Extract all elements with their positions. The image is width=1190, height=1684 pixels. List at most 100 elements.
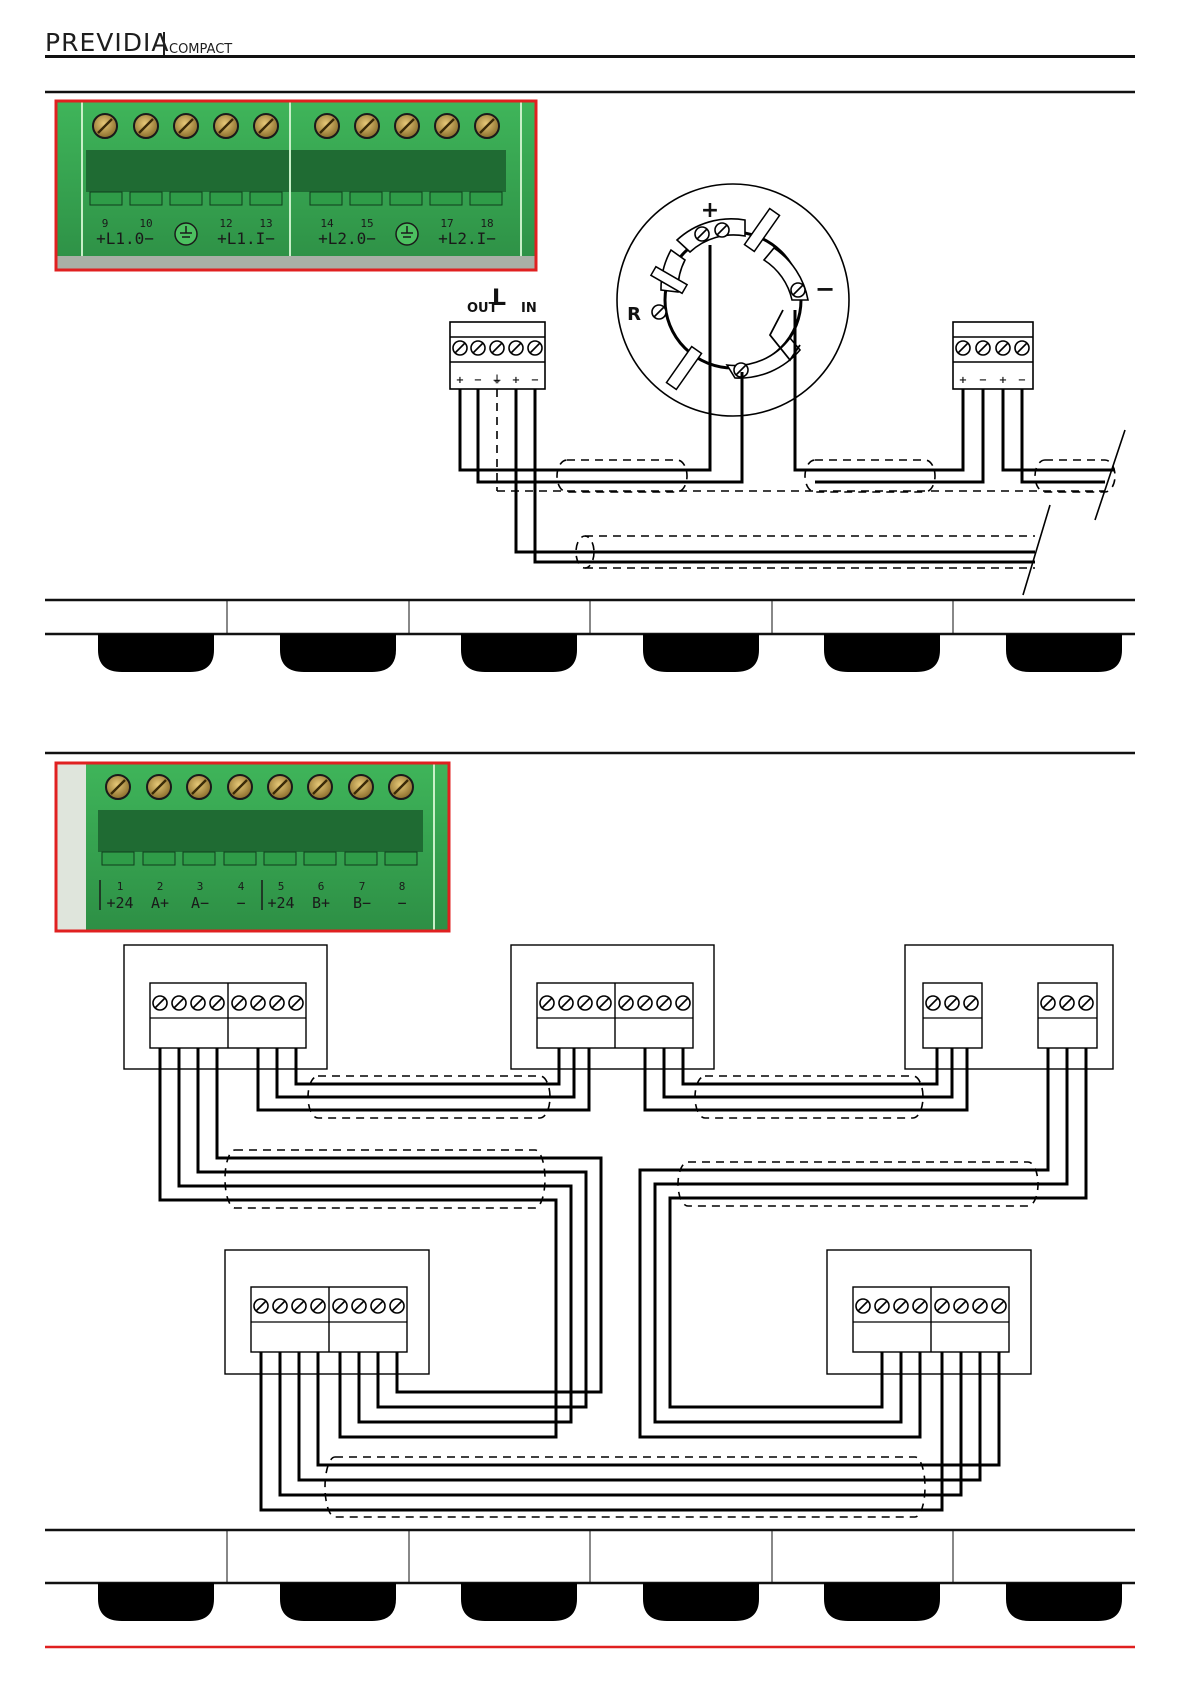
screw-icon bbox=[657, 996, 671, 1010]
rs485-pin-label: 5 bbox=[278, 880, 285, 893]
screw-icon bbox=[956, 341, 970, 355]
polarity-mark: + bbox=[959, 375, 967, 386]
screw-icon bbox=[174, 114, 198, 138]
screw-icon bbox=[1041, 996, 1055, 1010]
polarity-mark: − bbox=[1018, 375, 1026, 386]
rs485-terminal-label: +24 bbox=[267, 894, 294, 912]
rs485-terminal-label: A+ bbox=[151, 894, 169, 912]
table-strip-top bbox=[45, 600, 1135, 672]
screw-icon bbox=[270, 996, 284, 1010]
screw-icon bbox=[315, 114, 339, 138]
screw-icon bbox=[251, 996, 265, 1010]
screw-icon bbox=[389, 775, 413, 799]
minus-label: − bbox=[815, 275, 835, 303]
screw-icon bbox=[490, 341, 504, 355]
screw-icon bbox=[1015, 341, 1029, 355]
screw-icon bbox=[973, 1299, 987, 1313]
screw-icon bbox=[791, 283, 805, 297]
rs485-pin-label: 3 bbox=[197, 880, 204, 893]
screw-icon bbox=[390, 1299, 404, 1313]
screw-icon bbox=[715, 223, 729, 237]
rs485-pin-label: 6 bbox=[318, 880, 325, 893]
screw-icon bbox=[475, 114, 499, 138]
loop-terminal-board: 9 10 12 13 14 15 17 18 +L1.0− +L1.I− +L2… bbox=[56, 101, 536, 270]
rs485-terminal-label: A− bbox=[191, 894, 209, 912]
screw-icon bbox=[1060, 996, 1074, 1010]
screw-icon bbox=[875, 1299, 889, 1313]
polarity-mark: − bbox=[979, 375, 987, 386]
screw-icon bbox=[638, 996, 652, 1010]
polarity-mark: − bbox=[531, 375, 539, 386]
rs485-pin-label: 4 bbox=[238, 880, 245, 893]
screw-icon bbox=[913, 1299, 927, 1313]
screw-icon bbox=[268, 775, 292, 799]
screw-icon bbox=[996, 341, 1010, 355]
screw-icon bbox=[471, 341, 485, 355]
screw-icon bbox=[106, 775, 130, 799]
screw-icon bbox=[652, 305, 666, 319]
r-label: R bbox=[627, 304, 641, 325]
screw-icon bbox=[210, 996, 224, 1010]
screw-icon bbox=[371, 1299, 385, 1313]
screw-icon bbox=[597, 996, 611, 1010]
screw-icon bbox=[954, 1299, 968, 1313]
screw-icon bbox=[292, 1299, 306, 1313]
table-strip-bottom bbox=[45, 1530, 1135, 1621]
screw-icon bbox=[153, 996, 167, 1010]
screw-icon bbox=[172, 996, 186, 1010]
screw-icon bbox=[349, 775, 373, 799]
screw-icon bbox=[187, 775, 211, 799]
detector-base: + − R bbox=[617, 184, 849, 416]
screw-icon bbox=[945, 996, 959, 1010]
screw-icon bbox=[559, 996, 573, 1010]
loop-terminal-label: +L2.0− bbox=[318, 229, 376, 248]
screw-icon bbox=[355, 114, 379, 138]
end-terminal-block: + − + − bbox=[953, 322, 1033, 389]
in-label: IN bbox=[521, 301, 537, 316]
screw-icon bbox=[273, 1299, 287, 1313]
rs485-terminal-label: B− bbox=[353, 894, 371, 912]
screw-icon bbox=[964, 996, 978, 1010]
polarity-mark: + bbox=[999, 375, 1007, 386]
screw-icon bbox=[333, 1299, 347, 1313]
rs485-terminal-label: B+ bbox=[312, 894, 330, 912]
screw-icon bbox=[992, 1299, 1006, 1313]
screw-icon bbox=[894, 1299, 908, 1313]
screw-icon bbox=[93, 114, 117, 138]
rs485-pin-label: 7 bbox=[359, 880, 366, 893]
screw-icon bbox=[926, 996, 940, 1010]
screw-icon bbox=[254, 114, 278, 138]
screw-icon bbox=[528, 341, 542, 355]
polarity-mark: + bbox=[456, 375, 464, 386]
screw-icon bbox=[509, 341, 523, 355]
screw-icon bbox=[254, 1299, 268, 1313]
earth-icon bbox=[175, 223, 197, 245]
earth-mark: ⏚ bbox=[492, 374, 502, 386]
screw-icon bbox=[191, 996, 205, 1010]
polarity-mark: + bbox=[512, 375, 520, 386]
break-marks bbox=[1023, 430, 1125, 595]
screw-icon bbox=[134, 114, 158, 138]
rs485-terminal-label: +24 bbox=[106, 894, 133, 912]
screw-icon bbox=[214, 114, 238, 138]
screw-icon bbox=[935, 1299, 949, 1313]
screw-icon bbox=[232, 996, 246, 1010]
screw-icon bbox=[395, 114, 419, 138]
polarity-mark: − bbox=[474, 375, 482, 386]
loop-terminal-label: +L1.0− bbox=[96, 229, 154, 248]
screw-icon bbox=[695, 227, 709, 241]
loop-terminal-label: +L2.I− bbox=[438, 229, 496, 248]
screw-icon bbox=[147, 775, 171, 799]
screw-icon bbox=[308, 775, 332, 799]
screw-icon bbox=[453, 341, 467, 355]
rs485-blocks bbox=[150, 983, 1097, 1352]
screw-icon bbox=[619, 996, 633, 1010]
plus-label: + bbox=[701, 198, 719, 223]
rs485-terminal-board: 1 2 3 4 5 6 7 8 +24 A+ A− − +24 B+ B− − bbox=[56, 763, 449, 931]
rs485-terminal-label: − bbox=[236, 894, 245, 912]
loop-terminal-block: OUT L IN + − ⏚ + − bbox=[450, 286, 545, 389]
rs485-terminal-label: − bbox=[397, 894, 406, 912]
loop-terminal-label: +L1.I− bbox=[217, 229, 275, 248]
screw-icon bbox=[578, 996, 592, 1010]
